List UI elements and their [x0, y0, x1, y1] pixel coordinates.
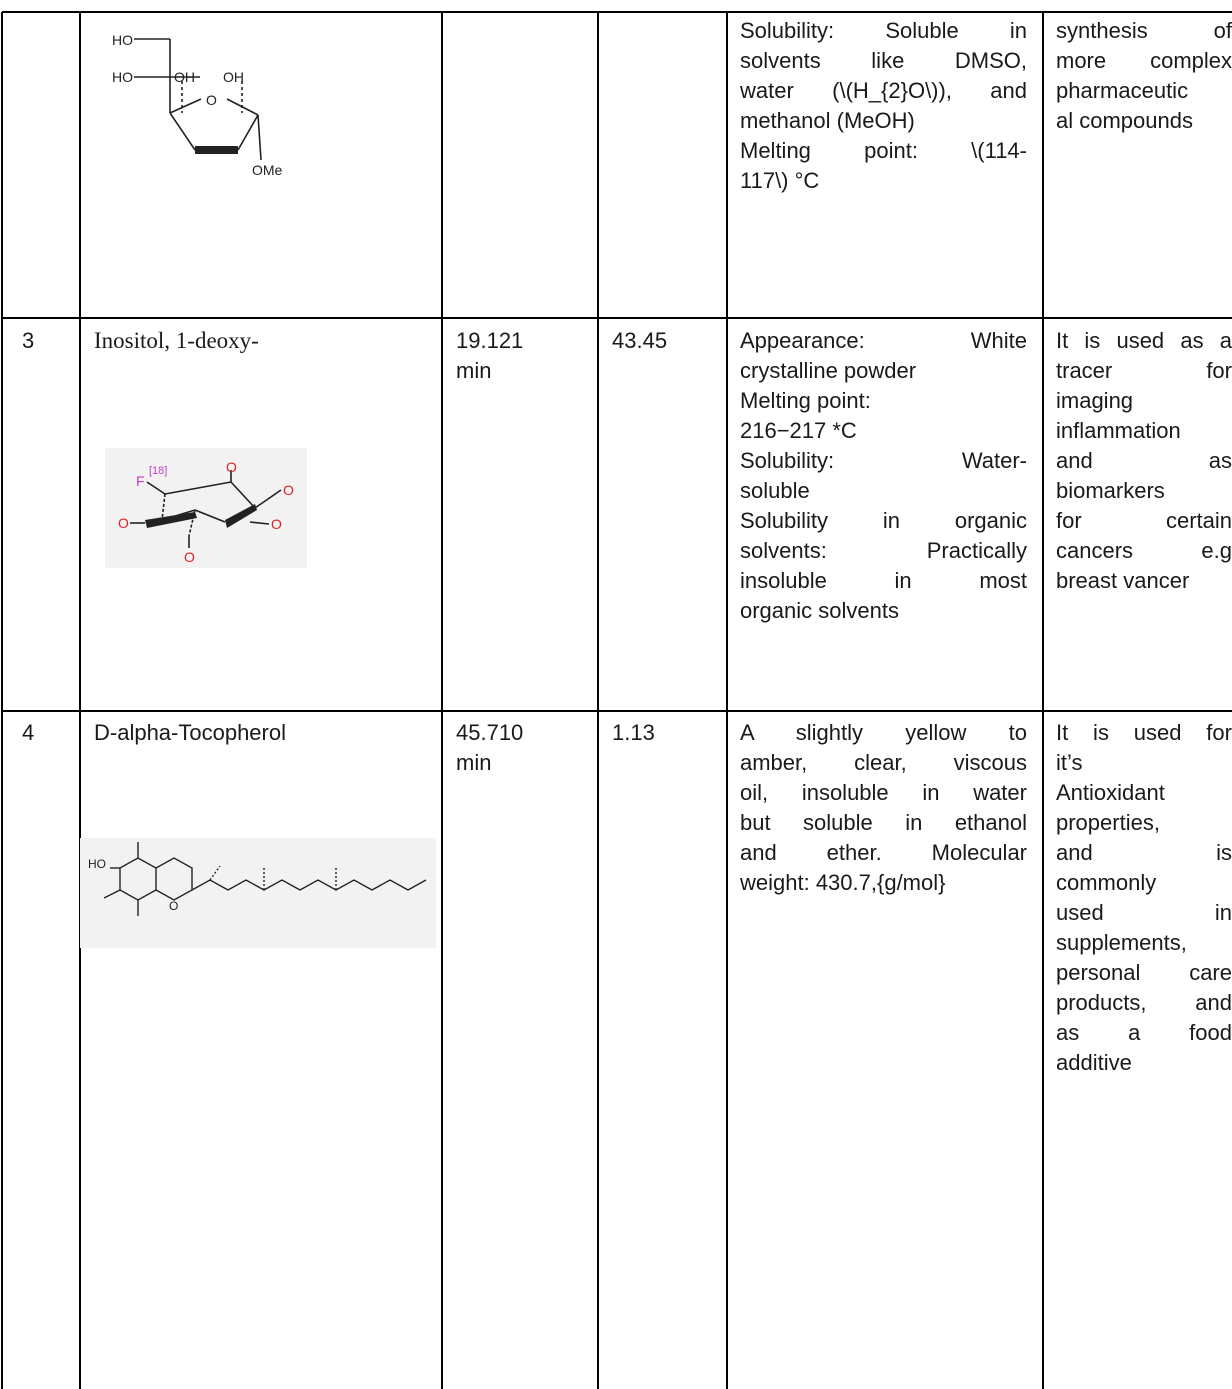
row1-properties: Solubility: Soluble in solvents like DMS… [740, 16, 1027, 196]
label-o-2: O [283, 482, 294, 498]
row1-uses: synthesis of more complex pharmaceutic a… [1056, 16, 1232, 136]
text-line: synthesis of [1056, 18, 1232, 43]
label-ho-2: HO [112, 69, 133, 85]
label-ho-1: HO [112, 32, 133, 48]
label-o: O [169, 899, 178, 913]
label-o-3: O [118, 515, 129, 531]
text-line: amber, clear, viscous [740, 750, 1027, 775]
row3-area: 43.45 [612, 328, 668, 353]
text-line: for certain [1056, 508, 1232, 533]
structure-tocopherol: HO O [80, 838, 436, 953]
text-line: properties, [1056, 810, 1160, 835]
structure-methyl-furanoside: HO HO OH OH O OMe [100, 25, 320, 190]
text-line: It is used for [1056, 720, 1232, 745]
text-line: Solubility: Water- [740, 448, 1027, 473]
label-ome: OMe [252, 162, 283, 178]
structure-inositol-deoxy: [18] F O O O O O [105, 448, 307, 573]
row4-retention-time: 45.710 min [456, 718, 523, 778]
row4-compound-name: D-alpha-Tocopherol [94, 720, 286, 745]
row4-properties: A slightly yellow to amber, clear, visco… [740, 718, 1027, 898]
text-line: methanol (MeOH) [740, 108, 915, 133]
text-line: and as [1056, 448, 1232, 473]
text-line: Appearance: White [740, 328, 1027, 353]
text-line: pharmaceutic [1056, 78, 1189, 103]
label-o-5: O [184, 549, 195, 565]
label-fluorine: F [136, 473, 145, 489]
text-line: Solubility in organic [740, 508, 1027, 533]
text-line: Melting point: [740, 388, 871, 413]
text-line: weight: 430.7,{g/mol} [740, 870, 946, 895]
text-line: 216−217 *C [740, 418, 857, 443]
label-ring-o: O [206, 92, 217, 108]
row3-compound-name: Inositol, 1-deoxy- [94, 328, 259, 353]
text-line: oil, insoluble in water [740, 780, 1027, 805]
row4-uses: It is used for it’s Antioxidant properti… [1056, 718, 1232, 1078]
label-oh-2: OH [223, 69, 244, 85]
row3-properties: Appearance: White crystalline powder Mel… [740, 326, 1027, 626]
rt-unit: min [456, 750, 492, 775]
text-line: Solubility: Soluble in [740, 18, 1027, 43]
text-line: as a food [1056, 1020, 1232, 1045]
text-line: additive [1056, 1050, 1132, 1075]
rt-value: 19.121 [456, 328, 524, 353]
rt-unit: min [456, 358, 492, 383]
text-line: imaging [1056, 388, 1134, 413]
row4-number: 4 [22, 720, 35, 745]
text-line: solvents like DMSO, [740, 48, 1027, 73]
text-line: insoluble in most [740, 568, 1027, 593]
text-line: It is used as a [1056, 328, 1232, 353]
text-line: 117\) °C [740, 168, 820, 193]
text-line: biomarkers [1056, 478, 1165, 503]
text-line: breast vancer [1056, 568, 1190, 593]
text-line: organic solvents [740, 598, 899, 623]
text-line: and is [1056, 840, 1232, 865]
text-line: Antioxidant [1056, 780, 1165, 805]
text-line: Melting point: \(114- [740, 138, 1027, 163]
text-line: more complex [1056, 48, 1232, 73]
row3-uses: It is used as a tracer for imaging infla… [1056, 326, 1232, 596]
text-line: A slightly yellow to [740, 720, 1027, 745]
row4-area: 1.13 [612, 720, 655, 745]
text-line: cancers e.g [1056, 538, 1232, 563]
text-line: inflammation [1056, 418, 1181, 443]
text-line: products, and [1056, 990, 1232, 1015]
text-line: solvents: Practically [740, 538, 1027, 563]
label-o-4: O [271, 516, 282, 532]
text-line: used in [1056, 900, 1232, 925]
text-line: water (\(H_{2}O\)), and [740, 78, 1027, 103]
text-line: but soluble in ethanol [740, 810, 1027, 835]
label-ho: HO [88, 857, 106, 871]
row3-number: 3 [22, 328, 35, 353]
text-line: supplements, [1056, 930, 1187, 955]
label-o-1: O [226, 459, 237, 475]
text-line: commonly [1056, 870, 1157, 895]
label-oh-1: OH [174, 69, 195, 85]
text-line: crystalline powder [740, 358, 917, 383]
text-line: soluble [740, 478, 810, 503]
rt-value: 45.710 [456, 720, 524, 745]
text-line: and ether. Molecular [740, 840, 1027, 865]
row3-retention-time: 19.121 min [456, 326, 523, 386]
text-line: tracer for [1056, 358, 1232, 383]
text-line: al compounds [1056, 108, 1193, 133]
label-isotope: [18] [149, 465, 167, 477]
text-line: it’s [1056, 750, 1083, 775]
text-line: personal care [1056, 960, 1232, 985]
